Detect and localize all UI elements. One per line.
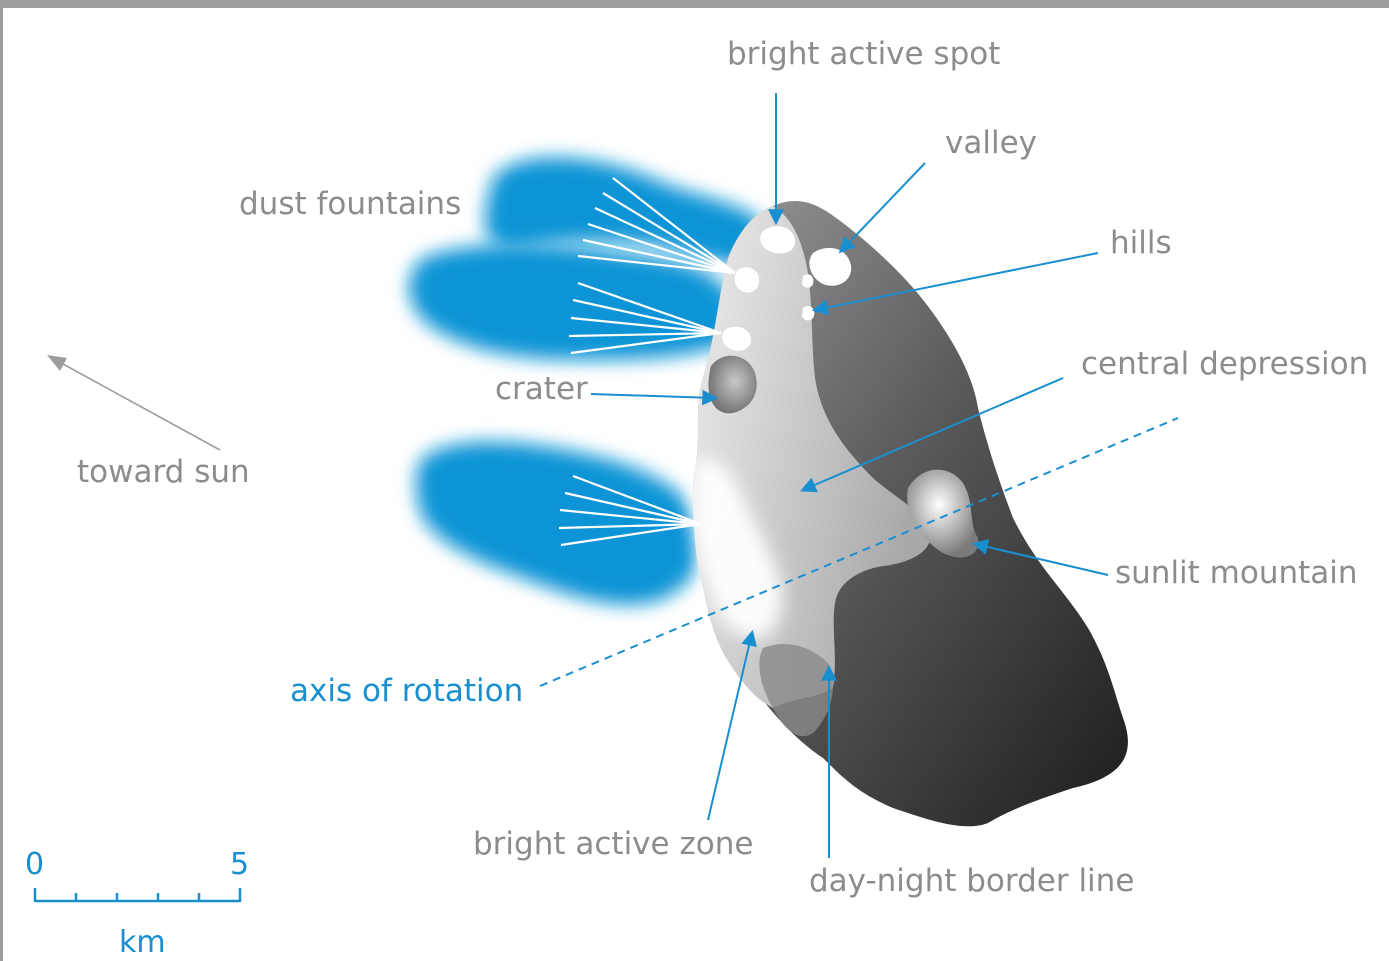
scale-start-label: 0 [25, 847, 44, 882]
label-bright-active-zone: bright active zone [473, 826, 753, 862]
comet-nucleus [691, 201, 1128, 827]
toward-sun-arrow [47, 355, 221, 451]
label-toward-sun: toward sun [77, 454, 250, 490]
label-bright-active-spot: bright active spot [727, 36, 1000, 72]
dust-fountain-clouds [409, 157, 763, 605]
dust-fountain-rays [558, 177, 736, 547]
comet-diagram: bright active spot valley dust fountains… [25, 36, 1368, 960]
label-day-night-border: day-night border line [809, 863, 1134, 899]
axis-of-rotation-line [539, 417, 1179, 687]
label-valley: valley [945, 125, 1037, 161]
label-central-depression: central depression [1081, 346, 1368, 382]
label-axis-of-rotation: axis of rotation [290, 673, 523, 709]
scale-bar: 0 5 km [25, 847, 249, 960]
label-dust-fountains: dust fountains [239, 186, 461, 222]
callout-arrows [590, 93, 1109, 858]
scale-end-label: 5 [230, 847, 249, 882]
label-sunlit-mountain: sunlit mountain [1115, 555, 1358, 591]
label-crater: crater [495, 371, 588, 407]
label-hills: hills [1110, 225, 1172, 261]
scale-unit-label: km [119, 925, 166, 960]
